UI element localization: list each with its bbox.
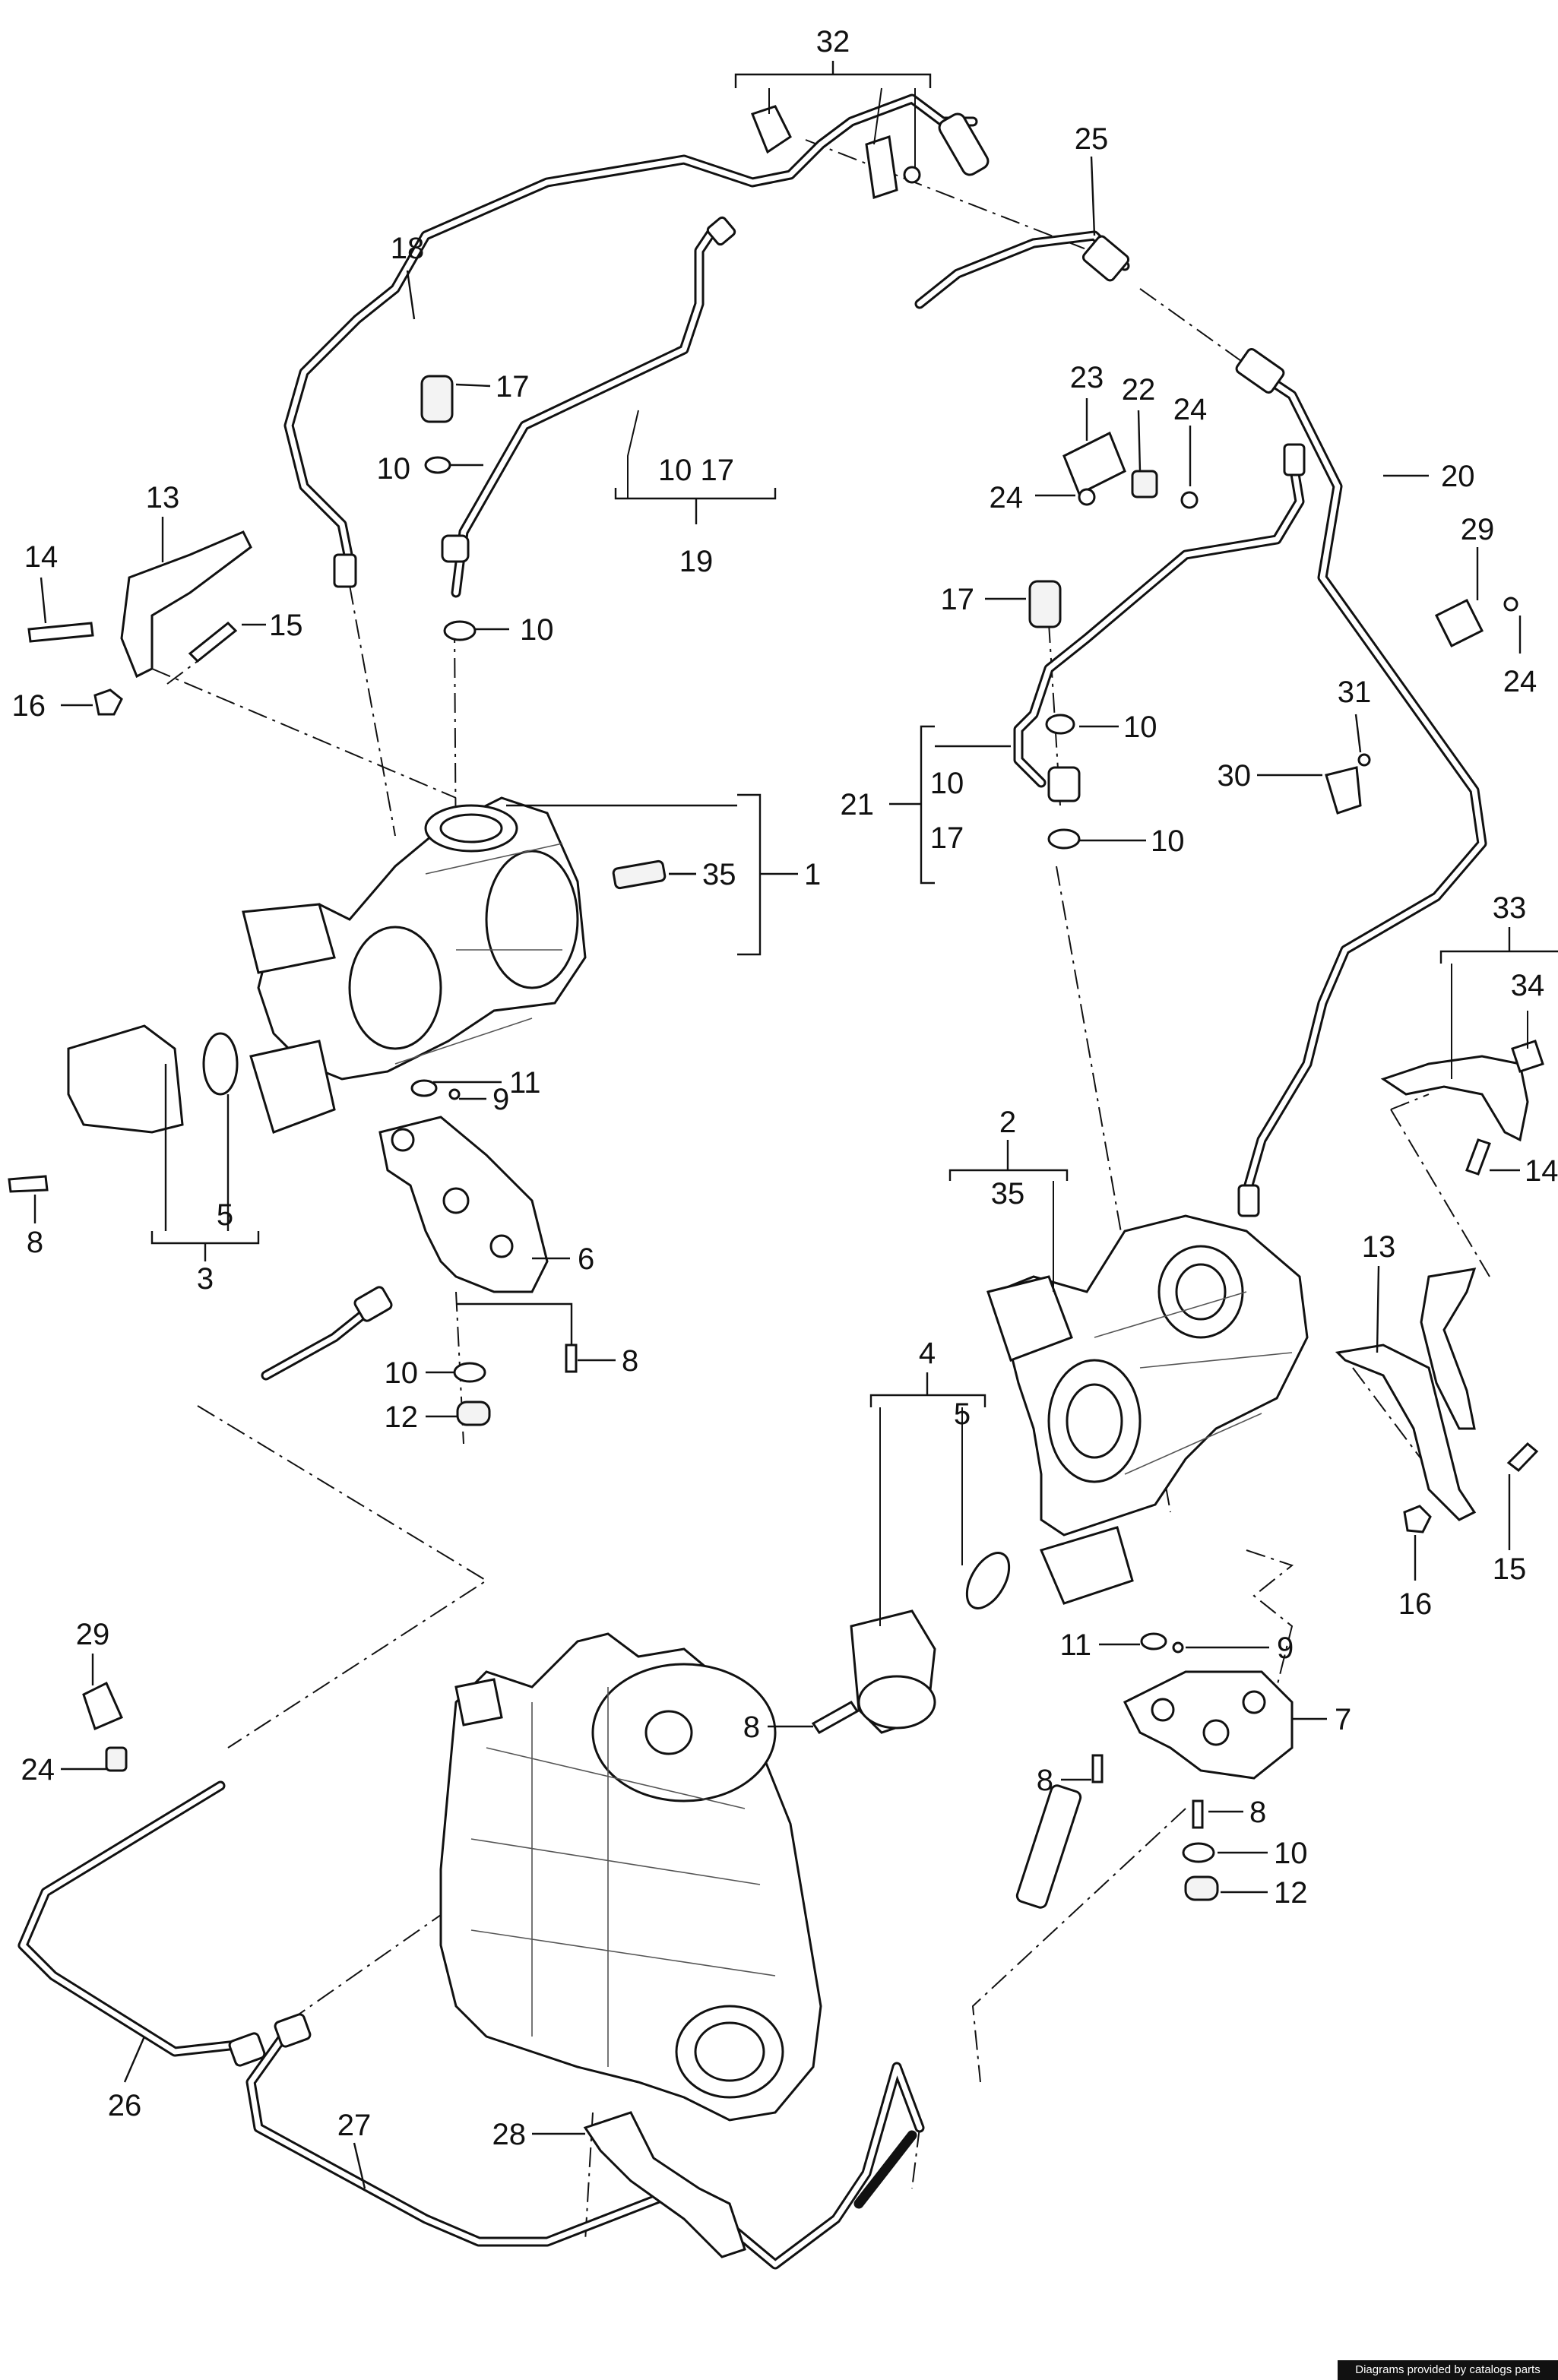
left-intake-pipe-3 <box>67 1024 239 1134</box>
callout-9-right: 9 <box>1277 1632 1294 1665</box>
pipe-26 <box>17 1780 249 2057</box>
right-bracket-7 <box>1123 1670 1294 1780</box>
callout-18: 18 <box>391 232 425 265</box>
callout-10-right-low: 10 <box>1274 1837 1308 1870</box>
engine-block <box>439 1632 822 2122</box>
left-heat-shield-13 <box>120 530 252 679</box>
callout-16-right: 16 <box>1398 1587 1433 1621</box>
callout-12-right: 12 <box>1274 1876 1308 1910</box>
callout-8-center: 8 <box>743 1711 760 1744</box>
diagram-credit-footer: Diagrams provided by catalogs parts <box>1338 2360 1558 2380</box>
callout-4: 4 <box>919 1337 936 1370</box>
callout-2: 2 <box>999 1106 1016 1139</box>
callout-27: 27 <box>337 2109 372 2142</box>
callout-13-right: 13 <box>1362 1230 1396 1264</box>
callout-10-left-low: 10 <box>385 1356 419 1390</box>
right-intake-pipe-4 <box>850 1552 1011 1734</box>
callout-32: 32 <box>816 25 850 59</box>
callout-1: 1 <box>804 858 821 891</box>
callout-24-left-of-23: 24 <box>990 481 1024 514</box>
callout-26: 26 <box>108 2089 142 2122</box>
callout-21-sub-17: 17 <box>930 821 964 855</box>
callout-11-right: 11 <box>1059 1628 1091 1662</box>
callout-19-sub: 10 17 <box>658 454 734 487</box>
callout-14-left: 14 <box>24 540 59 574</box>
callout-21-sub-10: 10 <box>930 767 964 800</box>
callout-13-left: 13 <box>146 481 180 514</box>
hardware <box>8 105 1539 2258</box>
callout-6: 6 <box>578 1242 594 1276</box>
left-turbocharger <box>242 796 587 1134</box>
callout-5-right: 5 <box>954 1397 971 1431</box>
pipe-fittings <box>228 112 1306 2067</box>
callout-8-left: 8 <box>27 1226 43 1259</box>
pipe-19 <box>451 223 720 598</box>
callout-25: 25 <box>1075 122 1109 156</box>
callout-22: 22 <box>1122 373 1156 407</box>
leader-lines <box>33 61 1558 2189</box>
callout-17-right: 17 <box>941 583 975 616</box>
callout-11-left: 11 <box>509 1066 541 1100</box>
callout-20: 20 <box>1441 460 1475 493</box>
right-turbocharger <box>986 1214 1309 1605</box>
callout-34: 34 <box>1511 969 1545 1002</box>
callout-15-left: 15 <box>269 609 303 642</box>
callout-29-left: 29 <box>76 1618 110 1651</box>
callout-12-left: 12 <box>385 1400 419 1434</box>
callout-8-left-center: 8 <box>622 1344 638 1378</box>
callout-35-right: 35 <box>991 1177 1025 1211</box>
callout-3: 3 <box>197 1262 214 1296</box>
right-bracket-33 <box>1380 1040 1544 1142</box>
callout-19: 19 <box>679 545 714 578</box>
callout-14-right: 14 <box>1525 1154 1558 1188</box>
callout-10-right-mid: 10 <box>1151 824 1185 858</box>
callout-5-left: 5 <box>217 1198 233 1232</box>
callout-24-right: 24 <box>1503 665 1537 698</box>
callout-23: 23 <box>1070 361 1104 394</box>
callout-10-left-top: 10 <box>377 452 411 486</box>
callout-17-left: 17 <box>496 370 530 404</box>
callout-24-top-right: 24 <box>1173 393 1208 426</box>
callout-28: 28 <box>492 2118 527 2151</box>
callout-21: 21 <box>841 788 875 821</box>
callout-15-right: 15 <box>1493 1552 1527 1586</box>
callout-24-left: 24 <box>21 1753 55 1787</box>
callout-8-right-lower-b: 8 <box>1249 1796 1266 1829</box>
callout-10-right-top: 10 <box>1123 711 1157 744</box>
hose-right-end <box>853 2130 917 2209</box>
callout-9-left: 9 <box>492 1083 509 1116</box>
callout-16-left: 16 <box>12 689 46 723</box>
left-bracket-6 <box>378 1116 549 1293</box>
callout-35-left: 35 <box>702 858 736 891</box>
right-heat-shield-13 <box>1335 1268 1477 1521</box>
callout-labels: 32 25 18 17 10 10 10 17 19 13 14 15 16 2… <box>12 25 1558 2151</box>
callout-33: 33 <box>1493 891 1527 925</box>
callout-8-right-lower-a: 8 <box>1037 1764 1053 1797</box>
callout-29-right: 29 <box>1461 513 1495 546</box>
callout-7: 7 <box>1335 1703 1351 1736</box>
callout-10-left-mid: 10 <box>520 613 554 647</box>
callout-30: 30 <box>1218 759 1252 793</box>
callout-31: 31 <box>1338 676 1372 709</box>
